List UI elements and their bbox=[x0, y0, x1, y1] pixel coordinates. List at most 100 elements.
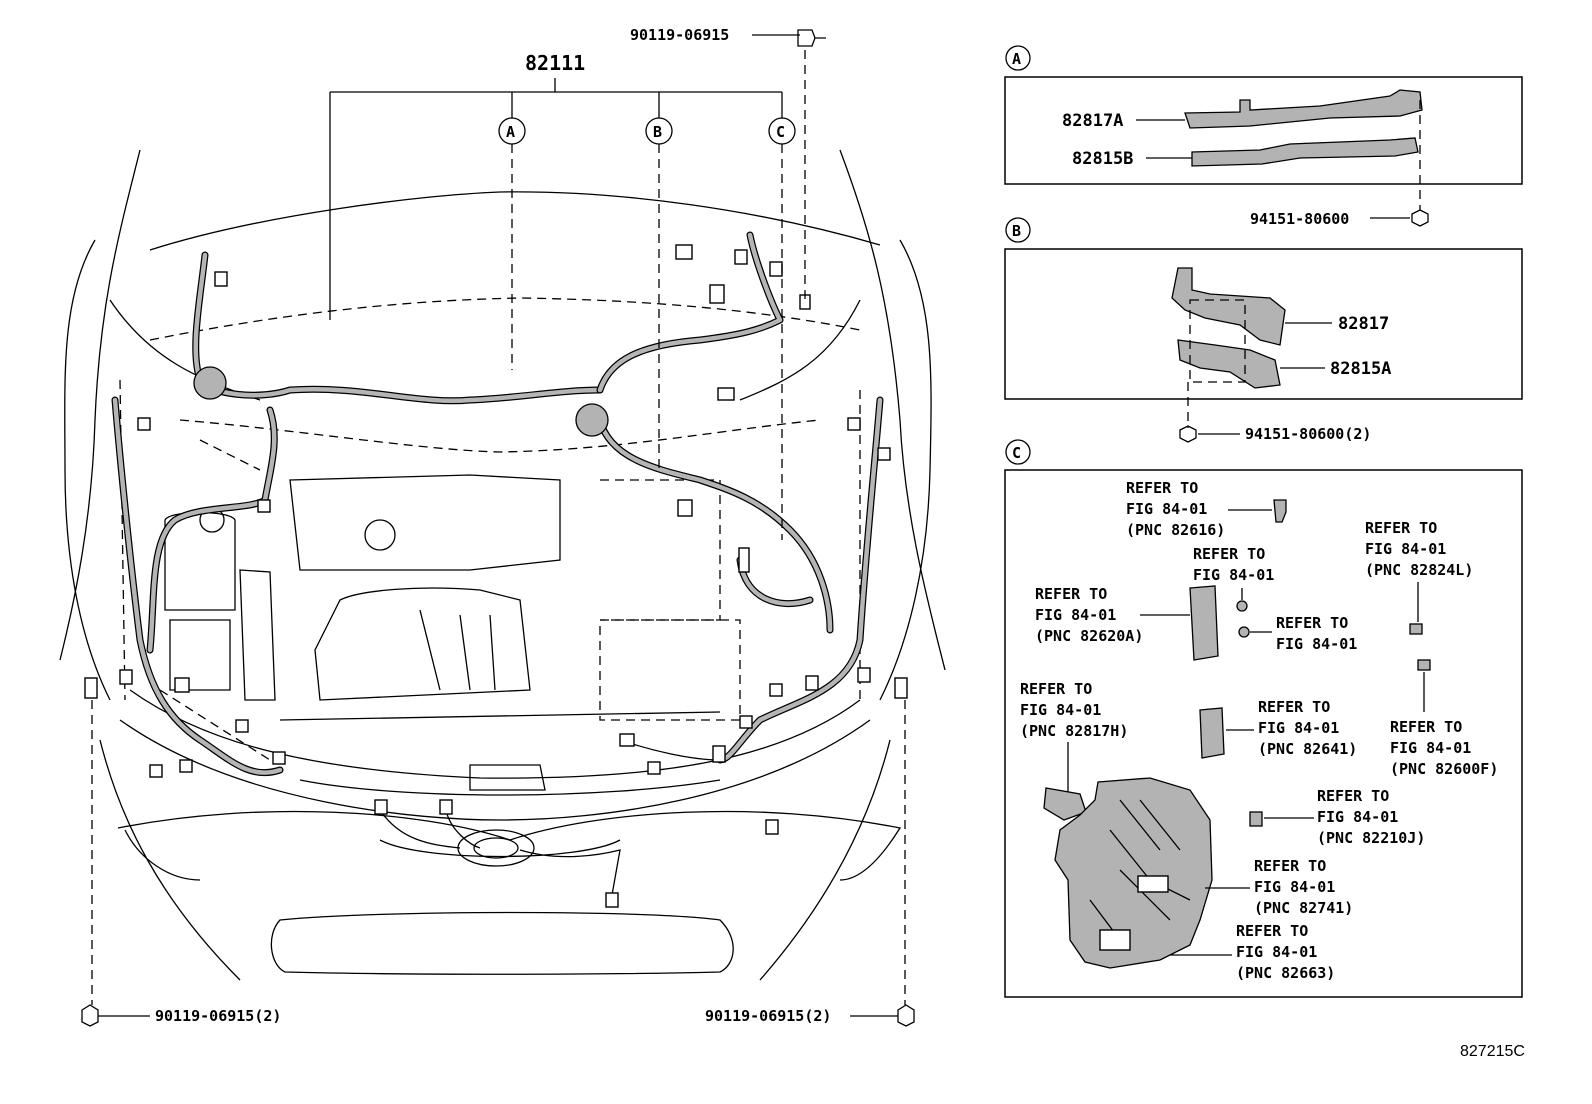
connector-icon bbox=[677, 499, 693, 517]
connector-icon bbox=[179, 759, 193, 773]
ref-line: REFER TO bbox=[1035, 585, 1107, 603]
connector-icon bbox=[214, 271, 228, 287]
detail-c: C REFER TO FIG 84-01 (PNC 82616) REFER T… bbox=[1004, 439, 1523, 998]
bolt-bottom-right-label: 90119-06915(2) bbox=[705, 1007, 831, 1025]
connector-icon bbox=[765, 819, 779, 835]
part-82817-label: 82817 bbox=[1338, 314, 1389, 334]
detail-c-tag: C bbox=[1012, 444, 1021, 462]
ref-line: FIG 84-01 bbox=[1390, 739, 1471, 757]
bolt-bottom-left: 90119-06915(2) bbox=[81, 700, 281, 1027]
part-82815b bbox=[1191, 137, 1419, 167]
ref-line: REFER TO bbox=[1193, 545, 1265, 563]
connector-icon bbox=[257, 499, 271, 513]
connector-icon bbox=[605, 892, 619, 908]
connector-icon bbox=[709, 284, 725, 304]
connector-icon bbox=[235, 719, 249, 733]
ref-line: FIG 84-01 bbox=[1035, 606, 1116, 624]
connector-icon bbox=[1273, 499, 1287, 523]
detail-b: B 82817 82815A 94151-80600(2) bbox=[1004, 217, 1523, 443]
detail-b-frame bbox=[1004, 248, 1523, 400]
clip-icon bbox=[1179, 425, 1197, 443]
bolt-top-label: 90119-06915 bbox=[630, 26, 729, 44]
ref-line: REFER TO bbox=[1126, 479, 1198, 497]
ref-line: REFER TO bbox=[1365, 519, 1437, 537]
connector-icon bbox=[717, 387, 735, 401]
part-82817a bbox=[1184, 89, 1423, 129]
connector-icon bbox=[119, 669, 133, 685]
ref-line: REFER TO bbox=[1317, 787, 1389, 805]
ref-82210j: REFER TO FIG 84-01 (PNC 82210J) bbox=[1249, 787, 1425, 847]
connector-icon bbox=[769, 261, 783, 277]
connector-icon bbox=[675, 244, 693, 260]
connector-icon bbox=[374, 799, 388, 815]
module-icon bbox=[1189, 585, 1219, 661]
ref-line: (PNC 82741) bbox=[1254, 899, 1353, 917]
ref-82600f: REFER TO FIG 84-01 (PNC 82600F) bbox=[1390, 659, 1498, 778]
relay-block-icon bbox=[1054, 777, 1213, 969]
ref-82641: REFER TO FIG 84-01 (PNC 82641) bbox=[1199, 698, 1357, 759]
ref-line: FIG 84-01 bbox=[1258, 719, 1339, 737]
bolt-icon bbox=[850, 1004, 915, 1027]
connector-icon bbox=[734, 249, 748, 265]
connector-icon bbox=[619, 733, 635, 747]
ref-line: FIG 84-01 bbox=[1020, 701, 1101, 719]
detail-c-frame bbox=[1004, 469, 1523, 998]
connector-icon bbox=[272, 751, 286, 765]
wire-harness-82111 bbox=[111, 231, 884, 896]
connector-icon bbox=[712, 745, 726, 763]
connector-icon bbox=[174, 677, 190, 693]
detail-a-frame bbox=[1004, 76, 1523, 185]
connector-icon bbox=[877, 447, 891, 461]
ref-line: (PNC 82641) bbox=[1258, 740, 1357, 758]
connector-icon bbox=[1417, 659, 1431, 671]
ref-line: REFER TO bbox=[1020, 680, 1092, 698]
ref-82663: REFER TO FIG 84-01 (PNC 82663) bbox=[1170, 922, 1335, 982]
connector-icon bbox=[769, 683, 783, 697]
ref-line: FIG 84-01 bbox=[1236, 943, 1317, 961]
ref-line: (PNC 82620A) bbox=[1035, 627, 1143, 645]
callout-a-letter: A bbox=[506, 123, 515, 141]
ref-line: REFER TO bbox=[1236, 922, 1308, 940]
detail-b-tag: B bbox=[1012, 222, 1021, 240]
connector-icon bbox=[1409, 623, 1423, 635]
ref-82620a: REFER TO FIG 84-01 (PNC 82620A) bbox=[1035, 585, 1219, 661]
connector-icon bbox=[857, 667, 871, 683]
ref-line: (PNC 82663) bbox=[1236, 964, 1335, 982]
bolt-bottom-right: 90119-06915(2) bbox=[705, 700, 915, 1027]
connector-icon bbox=[647, 761, 661, 775]
detail-a: A 82817A 82815B 94151-80600 bbox=[1004, 45, 1523, 228]
callout-c-letter: C bbox=[776, 123, 785, 141]
ref-line: REFER TO bbox=[1390, 718, 1462, 736]
ref-line: FIG 84-01 bbox=[1126, 500, 1207, 518]
ref-line: FIG 84-01 bbox=[1365, 540, 1446, 558]
bolt-bottom-left-label: 90119-06915(2) bbox=[155, 1007, 281, 1025]
clip-b-label: 94151-80600(2) bbox=[1245, 425, 1371, 443]
ref-line: REFER TO bbox=[1258, 698, 1330, 716]
connector-icon bbox=[739, 715, 753, 729]
ref-line: (PNC 82210J) bbox=[1317, 829, 1425, 847]
connector-icon bbox=[738, 547, 750, 573]
bolt-icon bbox=[1236, 600, 1248, 612]
bolt-top: 90119-06915 bbox=[630, 26, 826, 300]
callout-b-letter: B bbox=[653, 123, 662, 141]
connector-icon bbox=[1043, 787, 1087, 821]
detail-b-tag-circle bbox=[1005, 217, 1031, 243]
harness-connectors bbox=[84, 244, 908, 908]
ref-line: (PNC 82824L) bbox=[1365, 561, 1473, 579]
main-part-number: 82111 bbox=[525, 51, 585, 75]
connector-icon bbox=[84, 677, 98, 699]
connector-icon bbox=[805, 675, 819, 691]
ref-82817h: REFER TO FIG 84-01 (PNC 82817H) bbox=[1020, 680, 1128, 821]
main-part-callout: 82111 A B C bbox=[329, 51, 796, 540]
connector-icon bbox=[439, 799, 453, 815]
ref-line: REFER TO bbox=[1254, 857, 1326, 875]
ref-fig-upper: REFER TO FIG 84-01 bbox=[1193, 545, 1274, 612]
ref-fig-right: REFER TO FIG 84-01 bbox=[1238, 614, 1357, 653]
bolt-icon bbox=[1238, 626, 1250, 638]
ref-line: FIG 84-01 bbox=[1276, 635, 1357, 653]
connector-icon bbox=[149, 764, 163, 778]
part-82815a bbox=[1177, 339, 1281, 389]
clip-icon bbox=[1411, 209, 1429, 227]
